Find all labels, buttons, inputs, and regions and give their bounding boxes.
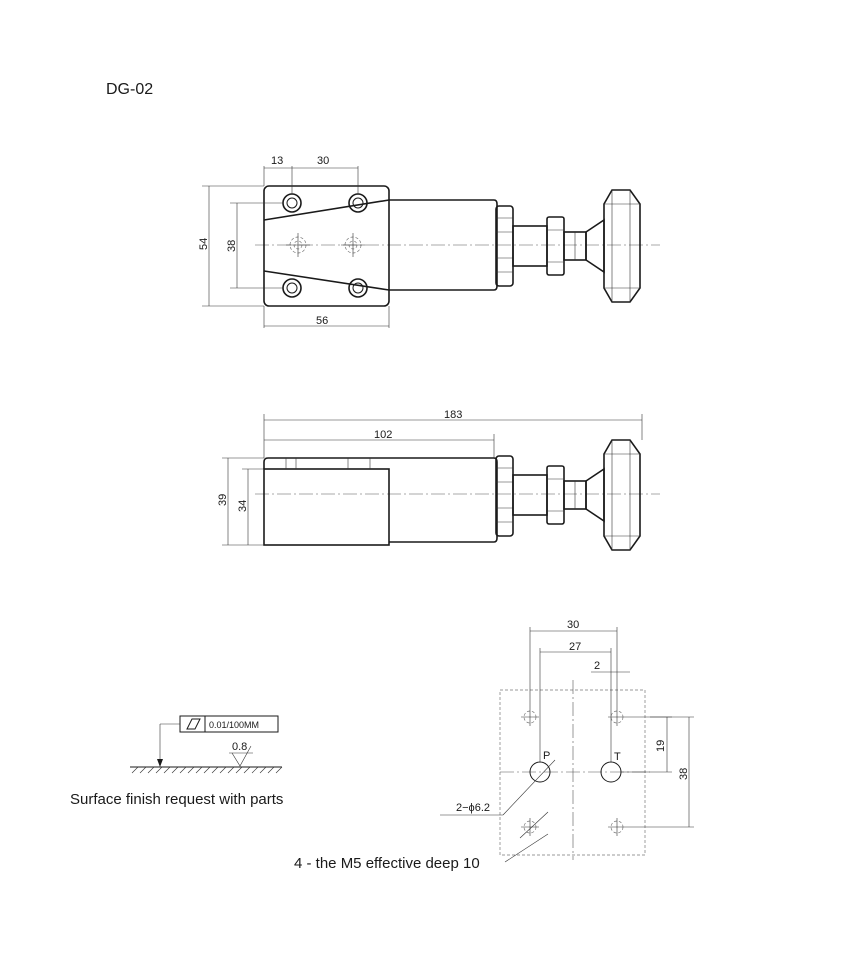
m5-hole-1 [521, 708, 539, 726]
drawing-title: DG-02 [106, 81, 153, 98]
port-t-label: T [614, 751, 621, 763]
dim-183: 183 [444, 409, 462, 421]
flatness-value: 0.01/100MM [209, 720, 259, 730]
m5-hole-3 [521, 818, 539, 836]
mounting-face: P T 30 27 2 19 38 2−ϕ6.2 4 - the M5 effe… [294, 619, 694, 872]
dim-38-face: 38 [678, 768, 690, 780]
side-view: 183 102 39 34 [217, 409, 660, 551]
hole-spec-label: 2−ϕ6.2 [456, 802, 490, 814]
surface-finish-symbol: 0.01/100MM 0.8 Surface finish request wi… [70, 715, 283, 808]
dim-39: 39 [217, 494, 229, 506]
flatness-icon [186, 718, 201, 730]
dim-34: 34 [237, 500, 249, 512]
port-p-label: P [543, 750, 550, 762]
surface-finish-caption: Surface finish request with parts [70, 791, 283, 808]
roughness-value: 0.8 [232, 741, 247, 753]
dim-13: 13 [271, 155, 283, 167]
top-view: 13 30 54 38 56 [198, 155, 660, 328]
dim-102: 102 [374, 429, 392, 441]
dim-54: 54 [198, 238, 210, 250]
m5-note: 4 - the M5 effective deep 10 [294, 855, 480, 872]
m5-hole-4 [608, 818, 626, 836]
bolt-hole-1 [282, 193, 302, 213]
bolt-hole-4 [348, 278, 368, 298]
dim-19: 19 [655, 740, 667, 752]
dim-2: 2 [594, 660, 600, 672]
dim-27: 27 [569, 641, 581, 653]
dim-30-face: 30 [567, 619, 579, 631]
dim-56: 56 [316, 315, 328, 327]
dim-38-top: 38 [226, 240, 238, 252]
bolt-hole-3 [282, 278, 302, 298]
bolt-hole-2 [348, 193, 368, 213]
dim-30-top: 30 [317, 155, 329, 167]
